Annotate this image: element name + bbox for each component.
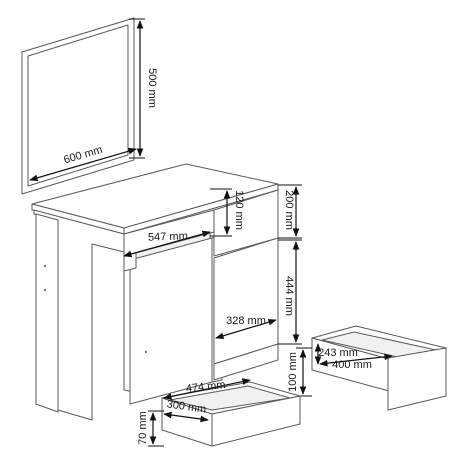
plinth [213, 343, 279, 381]
bottom-drawer-front [211, 395, 301, 447]
top-section-height-label: 200 mm [283, 190, 295, 230]
side-drawer-width-label: 400 mm [332, 359, 372, 371]
bottom-drawer-height-label: 70 mm [137, 411, 149, 445]
bottom-drawer-depth-label: 300 mm [166, 398, 207, 415]
drawer-front-height-label: 444 mm [283, 276, 295, 316]
side-drawer-width-dimension: 400 mm [319, 353, 393, 371]
bottom-drawer [161, 381, 301, 447]
cabinet-door [129, 237, 213, 405]
drawer-top-height-label: 120 mm [233, 190, 245, 230]
side-drawer-front [387, 347, 447, 411]
side-drawer-depth-label: 243 mm [318, 347, 358, 359]
top-section-height-dimension: 200 mm [278, 184, 302, 239]
lower-right-drawer [213, 237, 279, 365]
drawer-front-width-label: 328 mm [226, 315, 266, 327]
compartment-width-dimension: 547 mm [123, 230, 211, 258]
mirror-height-dimension: 500 mm [129, 18, 158, 159]
bottom-drawer-width-label: 474 mm [185, 379, 226, 395]
compartment-width-label: 547 mm [148, 230, 188, 243]
bottom-drawer-depth-dimension: 300 mm [163, 398, 209, 423]
mirror [21, 17, 135, 195]
side-drawer-height-dimension: 100 mm [287, 347, 312, 397]
bottom-drawer-width-dimension: 474 mm [163, 378, 251, 400]
side-drawer-height-label: 100 mm [287, 352, 299, 392]
left-panel-front [35, 213, 59, 413]
drawer-front-height-dimension: 444 mm [278, 239, 302, 345]
bottom-drawer-height-dimension: 70 mm [137, 410, 164, 447]
mirror-height-label: 500 mm [146, 68, 158, 108]
drawer-front-width-dimension: 328 mm [215, 315, 277, 340]
drawer-top-height-dimension: 120 mm [210, 188, 245, 237]
